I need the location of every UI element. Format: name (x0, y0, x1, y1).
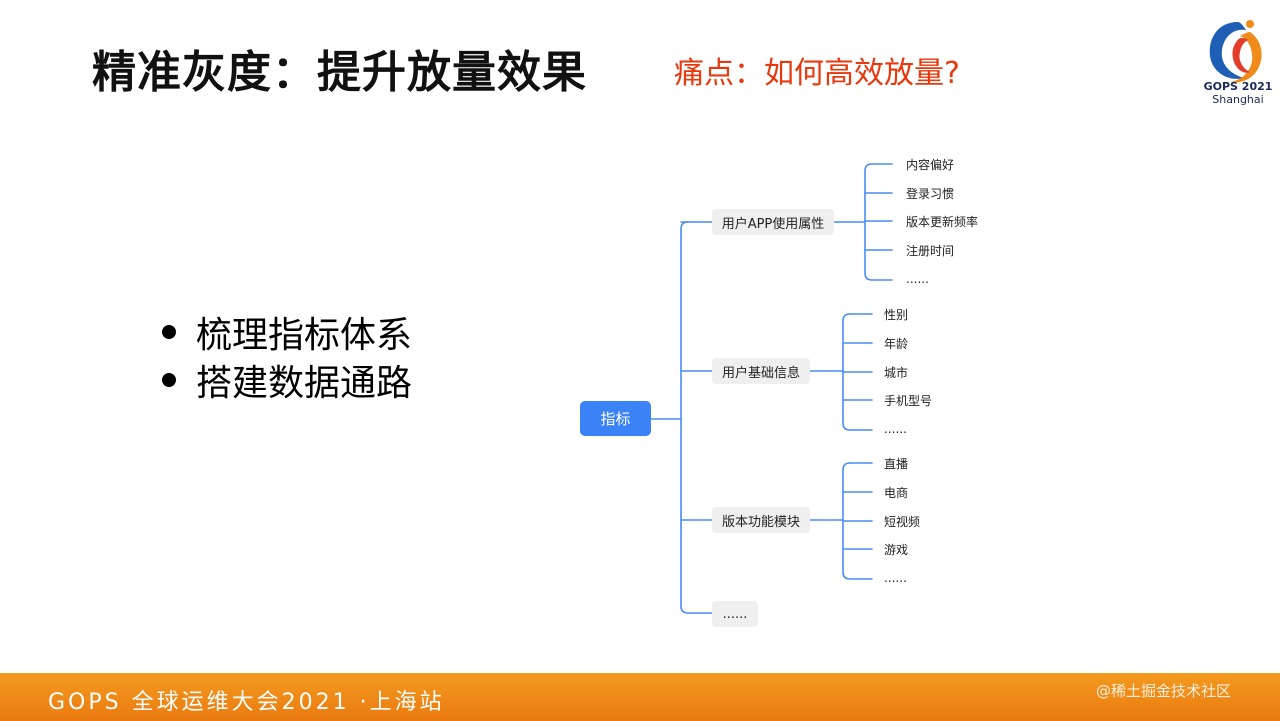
logo-year: GOPS 2021 (1203, 80, 1273, 93)
branch-node-basic-info: 用户基础信息 (712, 358, 810, 384)
leaf-node: ...... (884, 571, 907, 585)
community-watermark: @稀土掘金技术社区 (1096, 682, 1232, 700)
leaf-node: ...... (906, 272, 929, 286)
leaf-node: 注册时间 (906, 244, 955, 258)
bullet-dot-icon (162, 373, 176, 387)
bullet-item: 搭建数据通路 (162, 356, 412, 404)
leaf-node: ...... (884, 422, 907, 436)
pain-point-subtitle: 痛点：如何高效放量? (674, 56, 960, 91)
footer-text: GOPS 全球运维大会2021 ·上海站 (48, 690, 445, 715)
logo-city: Shanghai (1212, 93, 1264, 106)
bullet-list: 梳理指标体系 搭建数据通路 (162, 308, 412, 404)
branch-node-more: ...... (712, 601, 758, 627)
bullet-dot-icon (162, 325, 176, 339)
leaf-node: 年龄 (884, 337, 909, 351)
connector (842, 313, 873, 431)
leaf-node: 直播 (884, 457, 909, 471)
leaf-node: 电商 (884, 486, 909, 500)
branch-node-feature-modules: 版本功能模块 (712, 507, 810, 533)
leaf-node: 内容偏好 (906, 158, 955, 172)
leaf-node: 城市 (884, 366, 909, 380)
branch-node-app-usage: 用户APP使用属性 (712, 209, 834, 235)
leaf-node: 版本更新频率 (906, 215, 979, 229)
leaf-node: 游戏 (884, 543, 909, 557)
leaf-node: 性别 (884, 308, 909, 322)
bullet-item: 梳理指标体系 (162, 308, 412, 356)
slide-title: 精准灰度：提升放量效果 (92, 47, 587, 98)
leaf-node: 短视频 (884, 515, 921, 529)
bullet-text: 梳理指标体系 (196, 315, 413, 356)
mindmap-root-node: 指标 (580, 401, 651, 436)
footer-bar: GOPS 全球运维大会2021 ·上海站 (0, 673, 1280, 721)
leaf-node: 登录习惯 (906, 187, 955, 201)
connector (864, 163, 893, 281)
connector (680, 221, 689, 614)
connector (842, 462, 873, 580)
gops-logo-icon (1209, 20, 1262, 83)
leaf-node: 手机型号 (884, 394, 933, 408)
bullet-text: 搭建数据通路 (196, 363, 413, 404)
